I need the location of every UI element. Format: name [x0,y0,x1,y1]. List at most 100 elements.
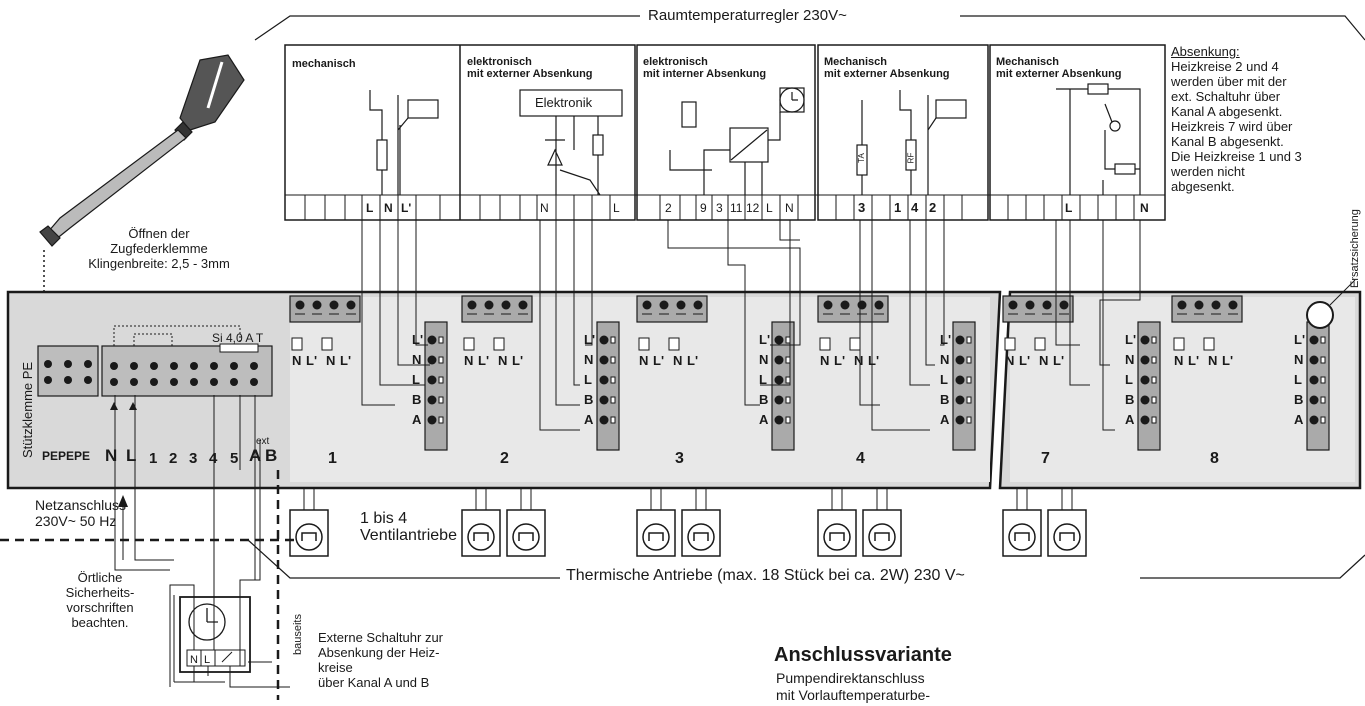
zone-top-strip [289,295,361,323]
screw [1042,300,1052,310]
zone-8-side-3: B [1294,392,1304,407]
side-screw [774,335,784,345]
screw [484,300,494,310]
side-screw [427,395,437,405]
fuse-label: Si 4,0 A T [212,331,264,345]
box1-term-n: N [384,201,393,215]
box3-term-9: 9 [700,201,707,215]
screw [312,300,322,310]
zone-3-n1: N [639,353,649,368]
zone-2-l2: L' [512,353,524,368]
box3-term-l: L [766,201,773,215]
side-screw [1309,355,1319,365]
screw [1228,300,1238,310]
term-4: 4 [209,450,218,467]
zone-3-side-0: L' [759,332,771,347]
zone-2-side-1: N [584,352,594,367]
box1-term-l2: L' [401,201,412,215]
screw [1008,300,1018,310]
zone-8-side-2: L [1294,372,1302,387]
elektronik-block [519,89,623,117]
top-brace-left [254,15,640,41]
zone-1-side-2: L [412,372,420,387]
zone-1-number: 1 [328,450,337,467]
screw [501,300,511,310]
zone-3-l1: L' [653,353,665,368]
zone-2-side-3: B [584,392,594,407]
zone-4-number: 4 [856,450,865,467]
side-screw [955,335,965,345]
side-screw [774,355,784,365]
top-title: Raumtemperaturregler 230V~ [648,7,847,24]
stuetzklemme-label: Stützklemme PE [20,361,35,458]
side-screw [955,395,965,405]
zone-8-side-0: L' [1294,332,1306,347]
elektronik-label: Elektronik [535,95,593,110]
zone-4-l1: L' [834,353,846,368]
zone-2-n1: N [464,353,474,368]
zone-8-side-4: A [1294,412,1304,427]
screw [329,300,339,310]
t-symbol-icon [407,99,439,119]
zone-8-l2: L' [1222,353,1234,368]
spare-fuse-icon [1306,301,1334,329]
zone-2-side-2: L [584,372,592,387]
side-screw [774,375,784,385]
screw [840,300,850,310]
zone-2-side-0: L' [584,332,596,347]
side-screw [427,355,437,365]
box5-term-l: L [1065,201,1073,215]
box2-term-n: N [540,201,549,215]
box3-term-12: 12 [746,201,760,215]
zone-3-side-2: L [759,372,767,387]
zone-1-n1: N [292,353,302,368]
ta-label: TA [856,153,866,163]
side-screw [599,395,609,405]
term-3: 3 [189,450,198,467]
thermostat-frame-5 [989,44,1166,221]
side-screw [427,415,437,425]
screw [642,300,652,310]
zone-3-side-3: B [759,392,769,407]
zone-1-l2: L' [340,353,352,368]
term-b: B [265,446,278,465]
zone-4-side-0: L' [940,332,952,347]
zone-1-side-3: B [412,392,422,407]
zone-4-n1: N [820,353,830,368]
side-screw [427,375,437,385]
screw [693,300,703,310]
top-brace-right [960,15,1365,41]
zone-7-n2: N [1039,353,1049,368]
term-a: A [249,446,262,465]
zone-4-l2: L' [868,353,880,368]
side-screw [1140,355,1150,365]
zone-3-number: 3 [675,450,684,467]
zone-7-side-4: A [1125,412,1135,427]
box3-term-3: 3 [716,201,723,215]
zone-7-side-3: B [1125,392,1135,407]
zone-3-l2: L' [687,353,699,368]
side-screw [1140,335,1150,345]
side-screw [599,415,609,425]
screw [1025,300,1035,310]
t-symbol-icon-4 [935,99,967,119]
side-screw [955,415,965,425]
zone-7-side-0: L' [1125,332,1137,347]
controller-block [729,127,769,163]
box4-term-3: 3 [858,200,866,215]
side-screw [774,395,784,405]
zone-1-side-4: A [412,412,422,427]
box5-term-n: N [1140,201,1149,215]
zone-4-side-4: A [940,412,950,427]
zone-4-side-3: B [940,392,950,407]
zone-4-side-2: L [940,372,948,387]
zone-4-side-1: N [940,352,950,367]
side-screw [1309,335,1319,345]
box2-term-l: L [613,201,620,215]
side-screw [1140,375,1150,385]
side-screw [774,415,784,425]
zone-3-side-4: A [759,412,769,427]
